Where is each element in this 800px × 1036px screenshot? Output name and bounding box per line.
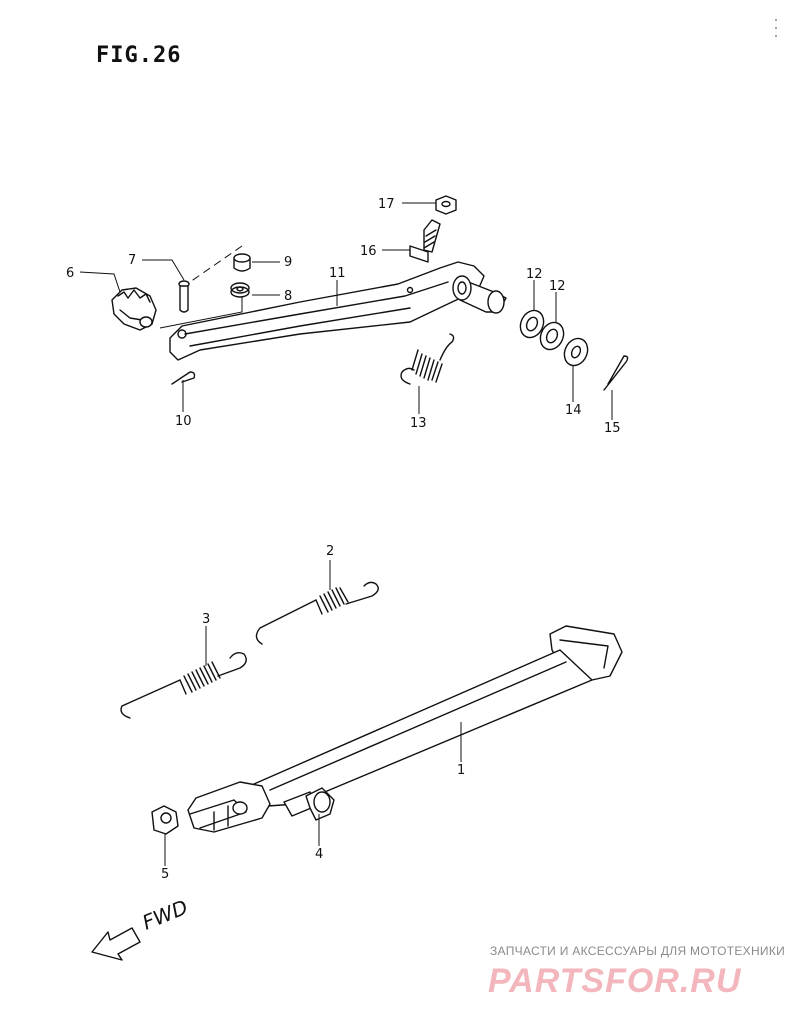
callout-part-11[interactable]: 11 — [329, 266, 346, 281]
callout-part-12b[interactable]: 12 — [549, 279, 566, 294]
spring-2-drawing — [255, 581, 379, 645]
callout-part-10[interactable]: 10 — [175, 414, 192, 429]
callout-part-5[interactable]: 5 — [161, 867, 169, 882]
callout-part-13[interactable]: 13 — [410, 416, 427, 431]
callout-part-14[interactable]: 14 — [565, 403, 582, 418]
washer-12a-drawing — [519, 309, 545, 339]
return-spring-drawing — [400, 333, 455, 385]
fwd-label: FWD — [139, 895, 191, 935]
watermark: ЗАПЧАСТИ И АКСЕССУАРЫ ДЛЯ МОТОТЕХНИКИ PA… — [488, 944, 785, 1000]
pivot-bolt-drawing — [283, 787, 335, 821]
callout-part-16[interactable]: 16 — [360, 244, 377, 259]
cotter-pin-small-drawing — [171, 371, 196, 385]
watermark-logo: PARTSFOR.RU — [488, 962, 742, 1000]
brake-pedal-arm-drawing — [169, 261, 507, 361]
forward-arrow-icon — [91, 927, 141, 961]
callout-part-15[interactable]: 15 — [604, 421, 621, 436]
watermark-tagline: ЗАПЧАСТИ И АКСЕССУАРЫ ДЛЯ МОТОТЕХНИКИ — [490, 944, 785, 958]
figure-title: FIG.26 — [96, 43, 181, 68]
assembly-line — [159, 296, 243, 329]
brake-pedal-tip-drawing — [111, 287, 157, 331]
stand-nut-drawing — [151, 805, 179, 835]
callout-part-1[interactable]: 1 — [457, 763, 465, 778]
nut-drawing — [435, 195, 457, 215]
washer-12b-drawing — [539, 321, 565, 351]
edge-marks — [775, 19, 777, 37]
spring-washer-drawing — [230, 282, 250, 298]
assembly-line — [189, 245, 243, 283]
leader-lines — [79, 202, 613, 866]
spring-3-drawing — [120, 651, 247, 719]
callout-part-6[interactable]: 6 — [66, 266, 74, 281]
side-stand-drawing — [187, 625, 623, 833]
callout-part-4[interactable]: 4 — [315, 847, 323, 862]
cotter-pin-drawing — [603, 355, 629, 391]
callouts: 6 7 8 9 10 11 12 12 13 14 15 16 17 1 2 3… — [66, 197, 621, 882]
callout-part-8[interactable]: 8 — [284, 289, 292, 304]
callout-part-9[interactable]: 9 — [284, 255, 292, 270]
pin-drawing — [178, 280, 190, 313]
callout-part-17[interactable]: 17 — [378, 197, 395, 212]
callout-part-2[interactable]: 2 — [326, 544, 334, 559]
washer-14-drawing — [563, 337, 589, 367]
forward-direction-indicator: FWD — [91, 895, 191, 961]
callout-part-12a[interactable]: 12 — [526, 267, 543, 282]
bolt-drawing — [409, 219, 441, 263]
callout-part-7[interactable]: 7 — [128, 253, 136, 268]
bushing-drawing — [233, 253, 251, 272]
callout-part-3[interactable]: 3 — [202, 612, 210, 627]
